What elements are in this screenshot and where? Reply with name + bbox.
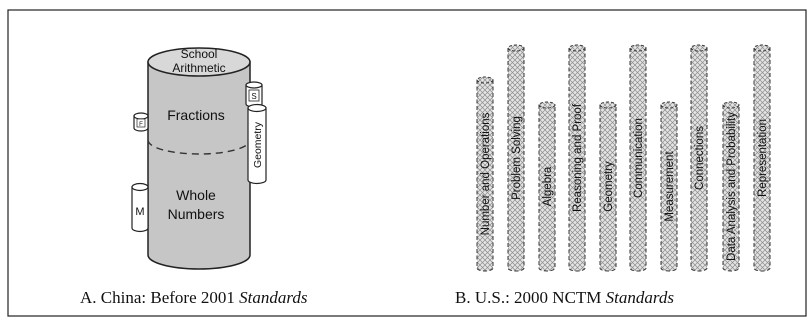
strand-cylinder: Communication [630, 45, 646, 271]
s-label: S [251, 92, 256, 101]
f-label: F [139, 122, 143, 128]
strand-top [508, 45, 524, 51]
strand-top [569, 45, 585, 51]
strand-label: Measurement [664, 151, 676, 222]
school-arithmetic-line1: School [181, 47, 218, 61]
f-cylinder: F [134, 113, 148, 131]
strand-label: Reasoning and Proof [572, 103, 584, 212]
strand-label: Data Analysis and Probability [726, 112, 738, 261]
figure-border [8, 10, 806, 316]
strand-label: Connections [694, 126, 706, 190]
geometry-side-label: Geometry [252, 121, 264, 168]
strand-label: Communication [633, 118, 645, 198]
fractions-label: Fractions [167, 107, 225, 123]
caption-a: A. China: Before 2001 Standards [80, 288, 307, 308]
caption-a-italic: Standards [239, 288, 307, 307]
strand-cylinder: Number and Operations [477, 77, 493, 271]
strand-top [754, 45, 770, 51]
strand-cylinder: Measurement [661, 102, 677, 271]
s-cylinder: S [246, 82, 262, 107]
school-arithmetic-line2: Arithmetic [172, 61, 225, 75]
panel-a: School Arithmetic Fractions Whole Number… [132, 47, 266, 269]
strand-top [600, 102, 616, 108]
strand-label: Representation [757, 119, 769, 197]
caption-b: B. U.S.: 2000 NCTM Standards [455, 288, 674, 308]
strand-cylinder: Problem Solving [508, 45, 524, 271]
strand-top [691, 45, 707, 51]
strand-cylinder: Reasoning and Proof [569, 45, 585, 271]
strand-label: Geometry [603, 161, 615, 212]
strand-label: Number and Operations [480, 112, 492, 235]
strand-cylinder: Algebra [539, 102, 555, 271]
whole-numbers-line1: Whole [176, 187, 216, 203]
strand-top [477, 77, 493, 83]
caption-a-prefix: A. China: Before 2001 [80, 288, 239, 307]
strand-cylinder: Connections [691, 45, 707, 271]
strand-label: Problem Solving [511, 116, 523, 200]
strand-top [723, 102, 739, 108]
m-cylinder: M [132, 184, 148, 232]
m-label: M [135, 206, 144, 218]
strand-top [539, 102, 555, 108]
caption-b-italic: Standards [606, 288, 674, 307]
strand-top [661, 102, 677, 108]
geometry-cylinder: Geometry [248, 105, 266, 184]
strand-label: Algebra [542, 166, 554, 206]
main-cylinder-body [148, 62, 250, 269]
whole-numbers-line2: Numbers [168, 206, 225, 222]
strand-cylinder: Geometry [600, 102, 616, 271]
strand-top [630, 45, 646, 51]
caption-b-prefix: B. U.S.: 2000 NCTM [455, 288, 606, 307]
strand-cylinder: Representation [754, 45, 770, 271]
strand-cylinder: Data Analysis and Probability [723, 102, 739, 271]
